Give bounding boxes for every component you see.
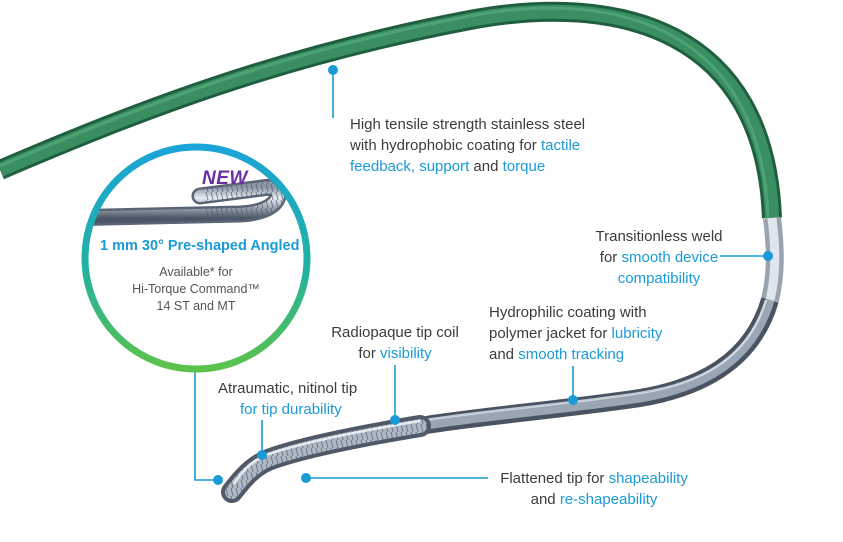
- inset-title: 1 mm 30° Pre-shaped Angled: [100, 238, 300, 254]
- callout-highlight: for tip durability: [240, 401, 342, 418]
- callout-highlight: tactile: [540, 137, 581, 154]
- callout-stainless-steel: High tensile strength stainless steel wi…: [350, 114, 585, 177]
- callout-text: High tensile strength stainless steel: [350, 116, 586, 133]
- callout-highlight: compatibility: [617, 270, 701, 287]
- inset-ring: [81, 143, 311, 373]
- callout-highlight: visibility: [380, 345, 432, 362]
- callout-highlight: lubricity: [611, 325, 663, 342]
- dot-inset: [213, 475, 223, 485]
- inset-line-3: 14 ST and MT: [156, 299, 236, 313]
- inset-magnifier: [81, 143, 311, 373]
- callout-text: Atraumatic, nitinol tip: [218, 380, 358, 397]
- dot-radiopaque: [390, 415, 400, 425]
- callout-hydrophilic-coating: Hydrophilic coating with polymer jacket …: [489, 302, 662, 365]
- callout-radiopaque-coil: Radiopaque tip coil for visibility: [322, 322, 468, 364]
- callout-flattened-tip: Flattened tip for shapeability and re-sh…: [494, 468, 694, 510]
- leader-lines: [194, 70, 768, 481]
- callout-highlight: shapeability: [608, 470, 688, 487]
- callout-highlight: smooth device: [621, 249, 719, 266]
- callout-text: for: [599, 249, 622, 266]
- callout-transitionless-weld: Transitionless weld for smooth device co…: [576, 226, 742, 289]
- callout-text: with hydrophobic coating for: [350, 137, 541, 154]
- dot-flattened: [301, 473, 311, 483]
- dot-steel: [328, 65, 338, 75]
- callout-text: Hydrophilic coating with: [489, 304, 647, 321]
- callout-text: and: [469, 158, 503, 175]
- callout-text: for: [358, 345, 380, 362]
- leader-inset: [194, 368, 218, 481]
- callout-highlight: feedback, support: [350, 158, 470, 175]
- callout-atraumatic-tip: Atraumatic, nitinol tip for tip durabili…: [218, 378, 357, 420]
- inset-availability: Available* for Hi-Torque Command™ 14 ST …: [126, 264, 266, 315]
- callout-text: Transitionless weld: [595, 228, 723, 245]
- inset-line-1: Available* for: [159, 265, 233, 279]
- callout-text: Radiopaque tip coil: [331, 324, 459, 341]
- dot-atraumatic: [257, 450, 267, 460]
- callout-highlight: re-shapeability: [559, 491, 658, 508]
- callout-text: polymer jacket for: [489, 325, 612, 342]
- callout-text: and: [489, 346, 519, 363]
- callout-highlight: smooth tracking: [518, 346, 625, 363]
- guidewire: [0, 1, 784, 503]
- dot-hydrophilic: [568, 395, 578, 405]
- new-badge: NEW: [202, 168, 248, 189]
- callout-highlight: torque: [502, 158, 546, 175]
- callout-text: Flattened tip for: [500, 470, 609, 487]
- dot-weld: [763, 251, 773, 261]
- callout-text: and: [530, 491, 560, 508]
- inset-line-2: Hi-Torque Command™: [132, 282, 260, 296]
- leader-dots: [213, 65, 773, 485]
